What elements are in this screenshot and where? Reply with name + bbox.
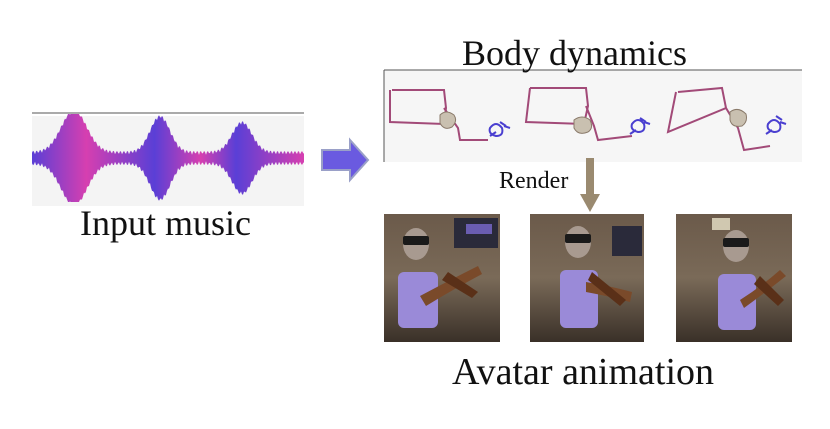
down-arrow-icon — [580, 158, 600, 212]
avatar-frame-3 — [676, 214, 792, 342]
input-music-label: Input music — [80, 203, 251, 243]
avatar-frame-1 — [384, 214, 500, 342]
avatar-frames — [384, 214, 792, 342]
waveform-panel — [32, 112, 304, 206]
body-dynamics-label: Body dynamics — [462, 33, 687, 73]
audio-waveform — [32, 114, 304, 202]
skeleton-pose-3 — [666, 86, 787, 152]
right-arrow-icon — [321, 137, 370, 183]
avatar-animation-label: Avatar animation — [452, 351, 715, 393]
render-label: Render — [499, 168, 569, 194]
skeleton-pose-2 — [524, 87, 651, 142]
avatar-frame-2 — [530, 214, 644, 342]
body-dynamics-panel — [383, 69, 802, 162]
skeleton-pose-1 — [389, 89, 511, 141]
